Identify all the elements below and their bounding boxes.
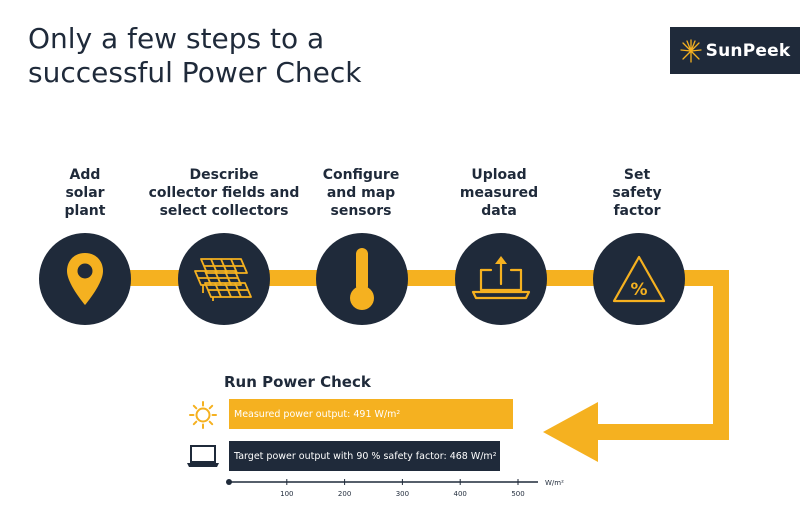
target-power-label: Target power output with 90 % safety fac… xyxy=(234,450,497,462)
percent-warning-icon: % xyxy=(612,255,666,303)
measured-power-bar: Measured power output: 491 W/m² xyxy=(229,399,513,429)
sun-burst-logo-icon xyxy=(680,38,702,63)
thermometer-icon xyxy=(350,248,374,310)
axis-origin-dot xyxy=(226,479,232,485)
axis-tick-label: 200 xyxy=(338,490,351,498)
map-pin-icon xyxy=(67,253,103,305)
target-power-bar: Target power output with 90 % safety fac… xyxy=(229,441,500,471)
measured-power-label: Measured power output: 491 W/m² xyxy=(234,408,401,420)
step-circle-configure-sensors xyxy=(316,233,408,325)
step-circle-add-plant xyxy=(39,233,131,325)
step-circle-safety-factor: % xyxy=(593,233,685,325)
run-power-check-title: Run Power Check xyxy=(224,373,371,391)
page-title: Only a few steps to a successful Power C… xyxy=(28,22,448,90)
laptop-icon xyxy=(186,444,220,472)
step-circle-describe-collectors xyxy=(178,233,270,325)
axis-tick-label: 300 xyxy=(396,490,409,498)
axis-tick-label: 100 xyxy=(280,490,293,498)
axis-tick-label: 500 xyxy=(511,490,524,498)
axis-tick-label: 400 xyxy=(454,490,467,498)
upload-laptop-icon xyxy=(471,256,531,300)
return-path xyxy=(598,270,729,440)
sun-icon xyxy=(189,401,217,433)
logo-text: SunPeek xyxy=(705,40,791,61)
return-arrow-head xyxy=(543,402,598,462)
sunpeek-logo: SunPeek xyxy=(670,27,800,74)
solar-panels-icon xyxy=(194,258,252,301)
title-line-1: Only a few steps to a xyxy=(28,22,325,55)
svg-text:%: % xyxy=(630,280,647,300)
title-line-2: successful Power Check xyxy=(28,56,362,89)
step-circle-upload-data xyxy=(455,233,547,325)
axis-unit-label: W/m² xyxy=(545,479,564,487)
